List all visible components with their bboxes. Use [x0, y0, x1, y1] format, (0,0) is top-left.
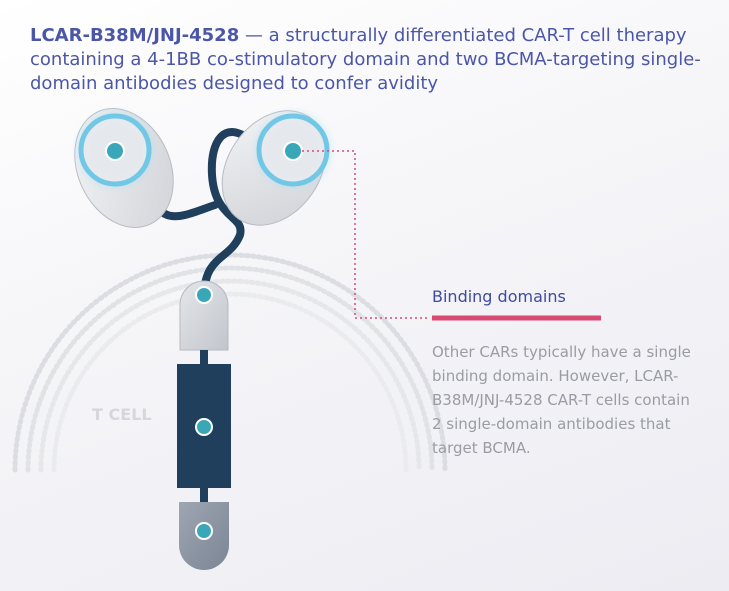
costimulatory-domain: [177, 364, 231, 488]
hotspot-binding-domains[interactable]: [283, 141, 303, 161]
cell-membrane: [12, 252, 448, 473]
callout-body: Other CARs typically have a single bindi…: [432, 343, 691, 457]
product-name: LCAR-B38M/JNJ-4528: [30, 25, 240, 46]
headline: LCAR-B38M/JNJ-4528 — a structurally diff…: [30, 24, 710, 96]
hinge-domain: [179, 280, 229, 351]
connector-upper: [200, 350, 208, 364]
binding-domain-right: [221, 105, 338, 226]
connector-lower: [200, 488, 208, 502]
callout-title: Binding domains: [432, 287, 566, 306]
hotspot-costimulatory[interactable]: [195, 418, 213, 436]
binding-domain-left: [70, 105, 174, 228]
hotspot-left-domain[interactable]: [105, 141, 125, 161]
callout-leader: [302, 150, 428, 319]
linker-right: [200, 128, 254, 299]
hotspot-hinge[interactable]: [195, 286, 213, 304]
t-cell-label: T CELL: [92, 405, 152, 424]
signaling-domain: [179, 502, 229, 570]
headline-description: — a structurally differentiated CAR-T ce…: [30, 25, 701, 94]
hotspot-signaling[interactable]: [195, 522, 213, 540]
